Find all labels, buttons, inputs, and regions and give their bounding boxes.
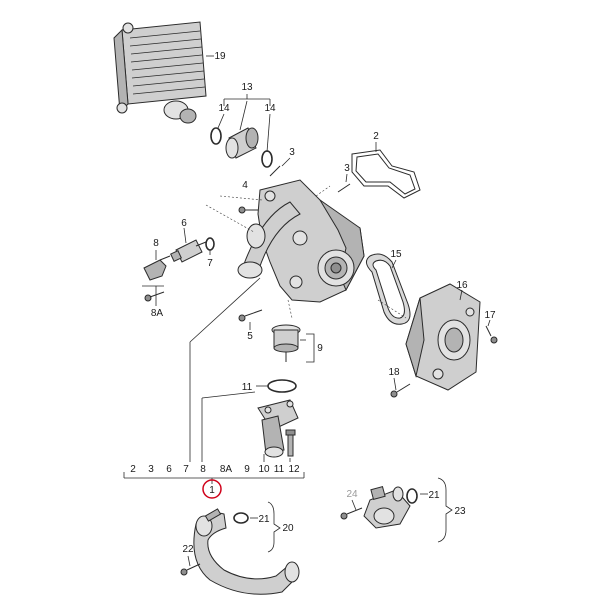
row-item[interactable]: 2 [130, 464, 136, 475]
callout-3-right[interactable]: 3 [344, 163, 350, 174]
callout-14-left[interactable]: 14 [218, 103, 230, 114]
callout-22[interactable]: 22 [182, 544, 194, 555]
callout-18[interactable]: 18 [388, 367, 400, 378]
row-item[interactable]: 8A [220, 464, 233, 475]
callout-8[interactable]: 8 [153, 238, 159, 249]
bolt-17 [485, 325, 498, 344]
pump-housing [405, 283, 481, 391]
callout-21-upper[interactable]: 21 [428, 490, 440, 501]
callout-8A[interactable]: 8A [151, 308, 164, 319]
callout-4[interactable]: 4 [242, 180, 248, 191]
callout-14-right[interactable]: 14 [264, 103, 276, 114]
callout-7[interactable]: 7 [207, 258, 213, 269]
bolt-24 [340, 507, 363, 520]
callout-5[interactable]: 5 [247, 331, 253, 342]
bolt-12 [285, 429, 296, 457]
bolt-3-left [269, 165, 281, 177]
row-item[interactable]: 11 [274, 464, 285, 475]
callout-1-assembly[interactable]: 1 [209, 485, 215, 496]
row-item[interactable]: 7 [183, 464, 189, 475]
thermostat-housing [257, 399, 299, 458]
bolt-8A [144, 291, 165, 302]
coolant-flange [363, 486, 411, 529]
o-ring-11 [267, 379, 297, 393]
callout-21-lower[interactable]: 21 [258, 514, 270, 525]
oil-cooler [113, 21, 207, 124]
o-ring-7 [205, 237, 215, 251]
assembly-highlight-ring [202, 479, 222, 499]
o-ring-14-left [210, 127, 222, 145]
callout-23[interactable]: 23 [454, 506, 466, 517]
row-item[interactable]: 12 [288, 464, 300, 475]
bolt-18 [390, 383, 411, 398]
o-ring-14-right [261, 150, 273, 168]
row-item[interactable]: 6 [166, 464, 172, 475]
callout-24[interactable]: 24 [346, 489, 358, 500]
coolant-pipe [193, 508, 300, 595]
callout-2[interactable]: 2 [373, 131, 379, 142]
assembly-bracket [123, 277, 305, 484]
thermostat [271, 324, 301, 362]
assembly-row: 2 3 6 7 8 8A 9 10 11 12 [130, 464, 300, 475]
connecting-pipe [225, 127, 259, 159]
bolt-5 [238, 309, 263, 322]
temperature-sensor [170, 239, 207, 263]
row-item[interactable]: 10 [258, 464, 270, 475]
callout-9[interactable]: 9 [317, 343, 323, 354]
gasket [351, 149, 421, 199]
callout-17[interactable]: 17 [484, 310, 496, 321]
row-item[interactable]: 9 [244, 464, 250, 475]
retaining-clip [143, 255, 171, 281]
callout-19[interactable]: 19 [214, 51, 226, 62]
callout-11[interactable]: 11 [242, 382, 253, 393]
callout-13[interactable]: 13 [241, 82, 253, 93]
o-ring-21-upper [406, 488, 418, 504]
bolt-22 [180, 563, 201, 576]
drive-belt [366, 253, 411, 325]
callout-16[interactable]: 16 [456, 280, 468, 291]
callout-20[interactable]: 20 [282, 523, 294, 534]
o-ring-21-lower [233, 512, 249, 524]
callout-15[interactable]: 15 [390, 249, 402, 260]
callout-3-left[interactable]: 3 [289, 147, 295, 158]
bolt-3-right [337, 183, 351, 193]
water-pump-assembly [237, 179, 365, 303]
callout-6[interactable]: 6 [181, 218, 187, 229]
row-item[interactable]: 3 [148, 464, 154, 475]
row-item[interactable]: 8 [200, 464, 206, 475]
